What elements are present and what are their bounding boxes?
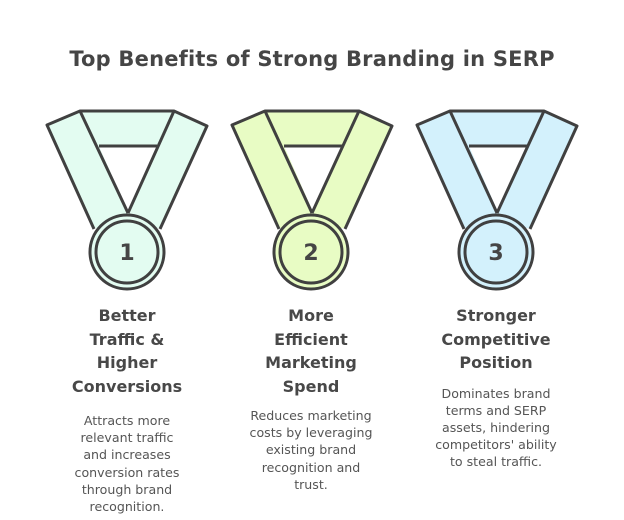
benefit-2-description: Reduces marketing costs by leveraging ex… — [249, 408, 373, 492]
benefit-3-description: Dominates brand terms and SERP assets, h… — [435, 385, 557, 470]
benefit-1-heading: Better Traffic & Higher Conversions — [71, 306, 183, 396]
medal-number-2: 2 — [303, 241, 318, 266]
benefit-3-heading: Stronger Competitive Position — [441, 306, 551, 372]
benefit-3: Stronger Competitive Position Dominates … — [411, 304, 581, 471]
medal-icon-1: 1 — [45, 109, 209, 291]
benefit-1: Better Traffic & Higher Conversions Attr… — [47, 304, 207, 515]
medal-number-3: 3 — [488, 241, 503, 266]
benefit-2: More Efficient Marketing Spend Reduces m… — [231, 304, 391, 493]
diagram-title: Top Benefits of Strong Branding in SERP — [69, 47, 555, 71]
benefit-1-description: Attracts more relevant traffic and incre… — [74, 413, 180, 515]
benefit-2-heading: More Efficient Marketing Spend — [265, 306, 357, 396]
medal-number-1: 1 — [119, 241, 134, 266]
medal-icon-3: 3 — [415, 109, 579, 291]
medal-icon-2: 2 — [230, 109, 394, 291]
